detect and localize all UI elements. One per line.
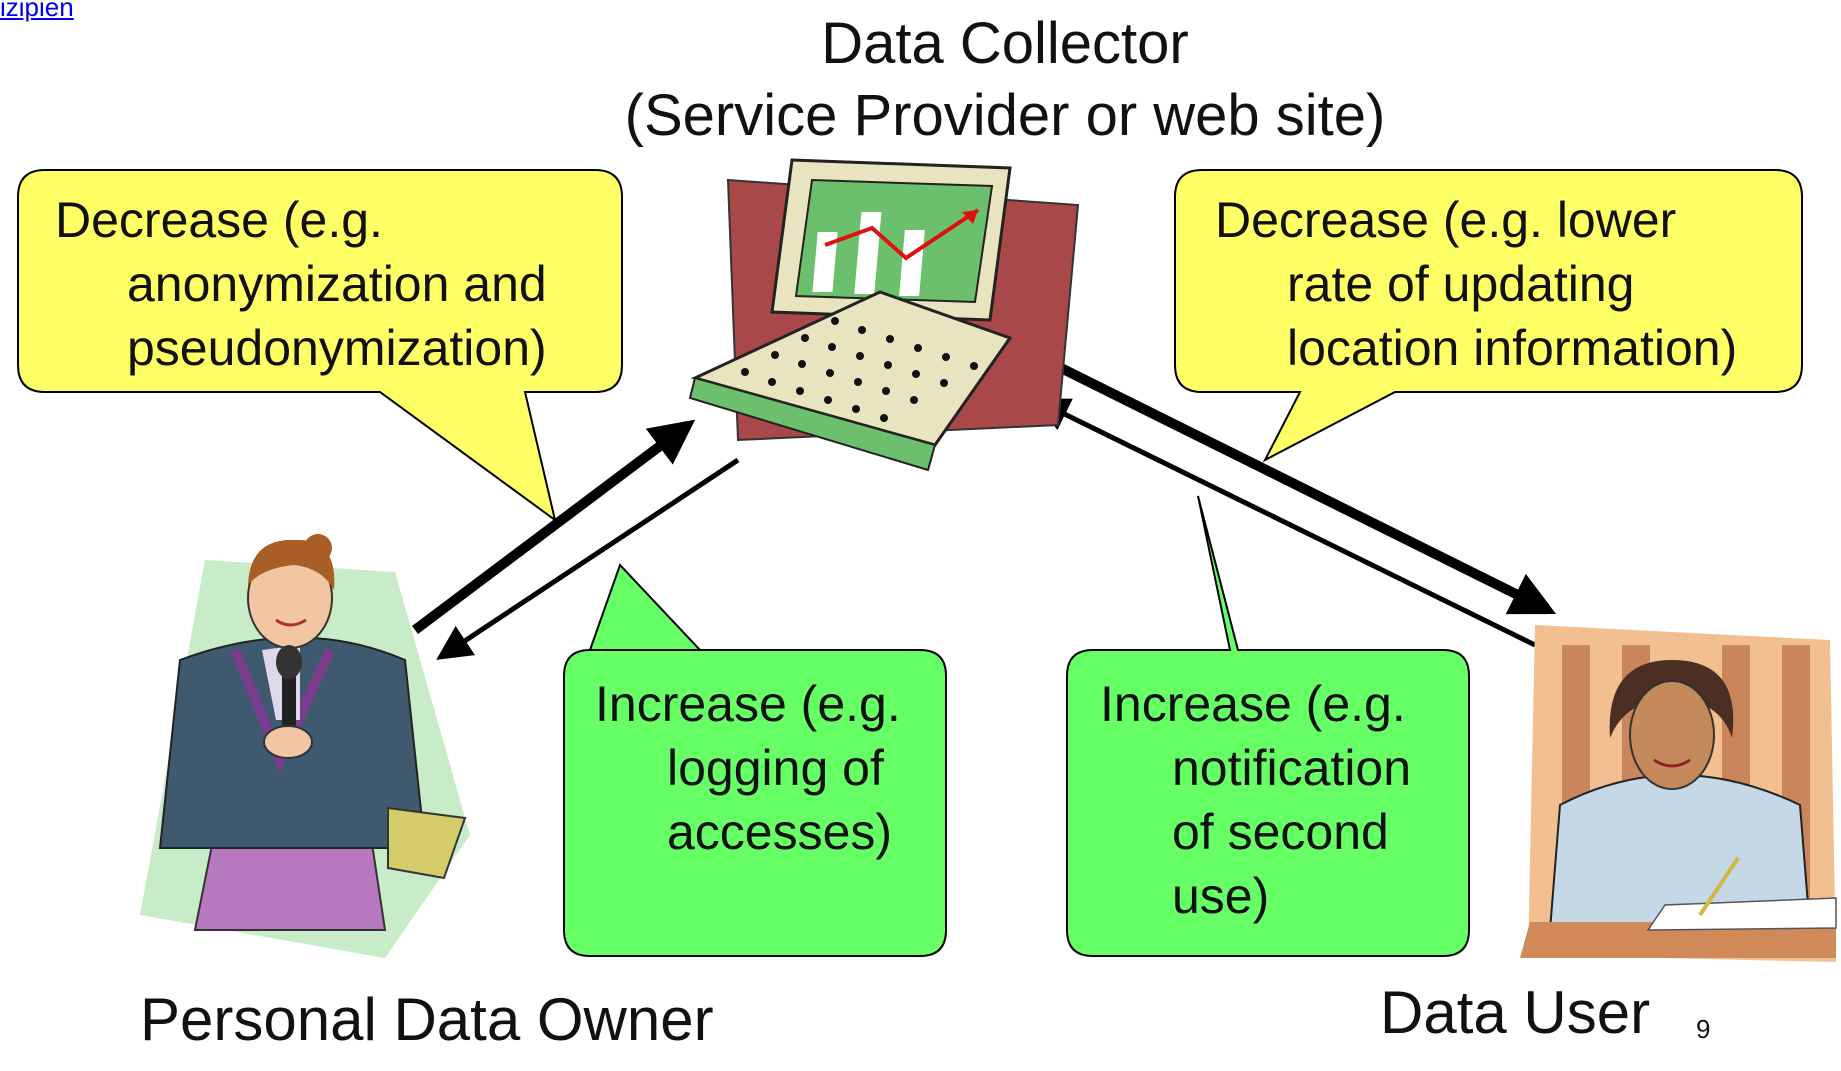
increase-callout-right-text: Increase (e.g. notification of second us… — [1100, 672, 1411, 928]
collector-subtitle: (Service Provider or web site) — [624, 83, 1386, 148]
collector-title: Data Collector — [821, 11, 1189, 76]
decrease-callout-left-bubble — [17, 169, 623, 523]
data-user-label: Data User — [1380, 979, 1651, 1046]
increase-callout-left-text: Increase (e.g. logging of accesses) — [595, 672, 901, 864]
computer-icon — [688, 158, 1080, 472]
arrow-collector-to-user — [1052, 360, 1557, 615]
arrow-owner-to-collector — [411, 419, 696, 634]
increase-right-line-2: notification — [1172, 740, 1412, 796]
decrease-callout-right-bubble — [1174, 169, 1803, 463]
increase-left-line-3: accesses) — [667, 804, 893, 860]
increase-callout-right-bubble — [1066, 495, 1470, 957]
decrease-right-line-2: rate of updating — [1287, 256, 1635, 312]
decrease-left-line-1: Decrease (e.g. — [55, 192, 383, 248]
woman-speaker-icon — [140, 534, 470, 958]
increase-left-line-1: Increase (e.g. — [595, 676, 901, 732]
increase-right-line-4: use) — [1172, 868, 1270, 924]
increase-right-line-1: Increase (e.g. — [1100, 676, 1406, 732]
increase-callout-left-bubble — [563, 563, 947, 957]
decrease-right-line-3: location information) — [1287, 320, 1738, 376]
decrease-callout-right-text: Decrease (e.g. lower rate of updating lo… — [1215, 188, 1737, 380]
personal-data-owner-label: Personal Data Owner — [140, 986, 714, 1053]
increase-right-line-3: of second — [1172, 804, 1389, 860]
top-link[interactable]: izipien — [0, 0, 74, 22]
decrease-callout-left-text: Decrease (e.g. anonymization and pseudon… — [55, 188, 547, 380]
decrease-left-line-3: pseudonymization) — [127, 320, 547, 376]
decrease-left-line-2: anonymization and — [127, 256, 547, 312]
page-number: 9 — [1696, 1014, 1711, 1044]
decrease-right-line-1: Decrease (e.g. lower — [1215, 192, 1677, 248]
arrow-user-to-collector — [1033, 398, 1537, 648]
woman-writing-icon — [1520, 625, 1837, 962]
increase-left-line-2: logging of — [667, 740, 884, 796]
arrow-collector-to-owner — [436, 457, 740, 660]
